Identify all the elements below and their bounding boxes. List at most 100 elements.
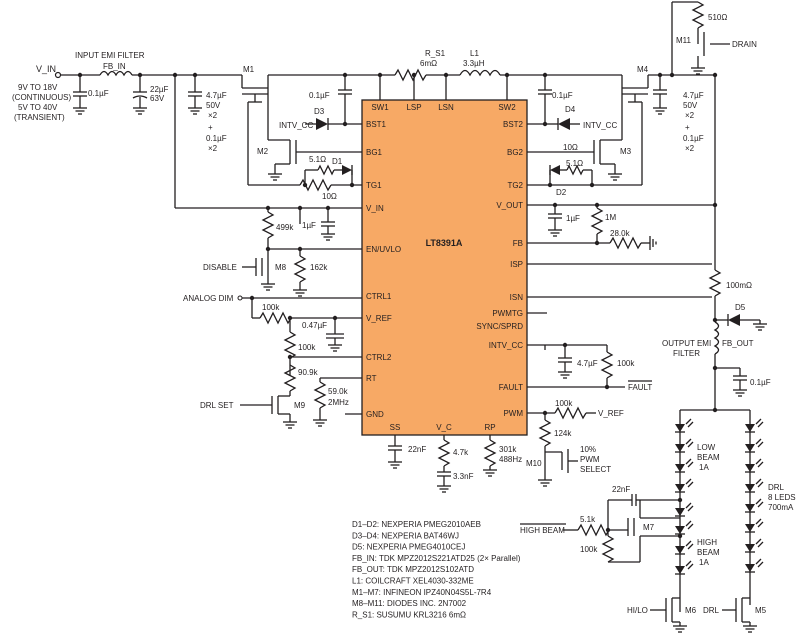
c22nf-ss-label: 22nF [408, 445, 426, 454]
pin-left-label: V_IN [366, 204, 384, 213]
intvcc1-label: INTV_CC [279, 121, 313, 130]
r590k-label: 59.0k [328, 387, 349, 396]
output-filter-2: FILTER [673, 349, 700, 358]
left-control: 499k 1µF DISABLE M8 162k ANALOG DIM 100k [183, 205, 362, 429]
r909k-label: 90.9k [298, 368, 319, 377]
vref-pwm-label: V_REF [598, 409, 624, 418]
pin-left-label: CTRL1 [366, 292, 392, 301]
pwm-select-3: SELECT [580, 465, 611, 474]
led-low-high [674, 502, 694, 517]
led-drl [744, 438, 764, 453]
pin-bottom-label: SS [390, 423, 401, 432]
pin-right-label: INTV_CC [489, 341, 523, 350]
led-low-high [674, 560, 694, 575]
pin-right-label: TG2 [507, 181, 523, 190]
cout-c-label: ×2 [685, 111, 695, 120]
led-drl [744, 498, 764, 513]
led-drl [744, 478, 764, 493]
d2-label: D2 [556, 188, 567, 197]
drl-label-1: DRL [768, 483, 785, 492]
m3-label: M3 [620, 147, 632, 156]
m6-label: M6 [685, 606, 697, 615]
lt8391a-chip: LT8391A [361, 99, 528, 436]
l1-label: L1 [470, 49, 479, 58]
r124k-label: 124k [554, 429, 572, 438]
drl-set-label: DRL SET [200, 401, 234, 410]
low-beam-2: BEAM [697, 453, 720, 462]
led-drl [744, 518, 764, 533]
led-low-high [674, 520, 694, 535]
cin3c-label: ×2 [208, 111, 218, 120]
vin-spec-4: (TRANSIENT) [14, 113, 65, 122]
pin-left-label: BG1 [366, 148, 383, 157]
cin2a-label: 22µF [150, 85, 169, 94]
pin-bottom-label: RP [484, 423, 495, 432]
bom-line: D3–D4: NEXPERIA BAT46WJ [352, 531, 459, 540]
pin-right-label: PWM [503, 409, 523, 418]
cin3f-label: ×2 [208, 144, 218, 153]
c22nf-hb-label: 22nF [612, 485, 630, 494]
pin-top-label: SW1 [371, 103, 389, 112]
cout-b-label: 50V [683, 101, 698, 110]
pin-left-label: EN/UVLO [366, 245, 401, 254]
led-low-high [674, 418, 694, 433]
pin-top-label: LSN [438, 103, 454, 112]
vin-label: V_IN [36, 64, 56, 74]
r1m-label: 1M [605, 213, 616, 222]
m2-label: M2 [257, 147, 269, 156]
led-low-high [674, 540, 694, 555]
led-drl [744, 418, 764, 433]
rs1-value: 6mΩ [420, 59, 437, 68]
r100k-pwm-label: 100k [555, 399, 573, 408]
pin-left-label: TG1 [366, 181, 382, 190]
pin-right-label: FB [513, 239, 523, 248]
output-feedback: 1µF 1M 28.0k 100mΩ D5 OUTPUT EMI FILTER … [527, 202, 771, 410]
m4-label: M4 [637, 65, 649, 74]
bom-line: FB_IN: TDK MPZ2012S221ATD25 (2× Parallel… [352, 554, 521, 563]
buck-switches: M1 0.1µF M2 D3 INTV_CC [241, 65, 395, 201]
cin2b-label: 63V [150, 94, 165, 103]
pin-left-label: CTRL2 [366, 353, 392, 362]
pin-left-label: V_REF [366, 314, 392, 323]
right-misc: 4.7µF 100k FAULT 100k V_REF 124k M10 10%… [526, 312, 652, 487]
c01-out-label: 0.1µF [750, 378, 771, 387]
r162k-label: 162k [310, 263, 328, 272]
r510-label: 510Ω [708, 13, 727, 22]
bom-line: L1: COILCRAFT XEL4030-332ME [352, 577, 474, 586]
chip-name: LT8391A [426, 238, 463, 248]
m1-label: M1 [243, 65, 255, 74]
pin-left-label: RT [366, 374, 377, 383]
r10b-label: 10Ω [563, 143, 578, 152]
led-low-high [674, 478, 694, 493]
m11-label: M11 [676, 36, 692, 45]
c1uf-vin-label: 1µF [302, 221, 316, 230]
pin-right-label: BST2 [503, 120, 524, 129]
cin3b-label: 50V [206, 101, 221, 110]
input-filter-label: INPUT EMI FILTER [75, 51, 145, 60]
drl-label-3: 700mA [768, 503, 794, 512]
boost-switches: 0.1µF D4 INTV_CC M4 M3 [527, 1, 757, 262]
led-drl [744, 558, 764, 573]
pin-right-label: FAULT [499, 383, 523, 392]
r301k-label: 301k [499, 445, 517, 454]
bom-line: R_S1: SUSUMU KRL3216 6mΩ [352, 610, 466, 619]
r51b-label: 5.1Ω [566, 159, 583, 168]
cin3d-label: + [208, 123, 213, 132]
r100k-b-label: 100k [298, 343, 316, 352]
cout-f-label: ×2 [685, 144, 695, 153]
cout-d-label: + [685, 123, 690, 132]
chip-pins: BST1BG1TG1V_INEN/UVLOCTRL1V_REFCTRL2RTGN… [366, 103, 524, 432]
d3-label: D3 [314, 107, 325, 116]
r51a-label: 5.1Ω [309, 155, 326, 164]
drl-label-2: 8 LEDS [768, 493, 796, 502]
m7-label: M7 [643, 523, 655, 532]
led-low-high [674, 458, 694, 473]
led-low-high [674, 438, 694, 453]
intvcc2-label: INTV_CC [583, 121, 617, 130]
c47-intv-label: 4.7µF [577, 359, 598, 368]
pwm-select-1: 10% [580, 445, 596, 454]
high-beam-in-label: HIGH BEAM [520, 526, 565, 535]
f2mhz-label: 2MHz [328, 398, 349, 407]
r100k-fault-label: 100k [617, 359, 635, 368]
